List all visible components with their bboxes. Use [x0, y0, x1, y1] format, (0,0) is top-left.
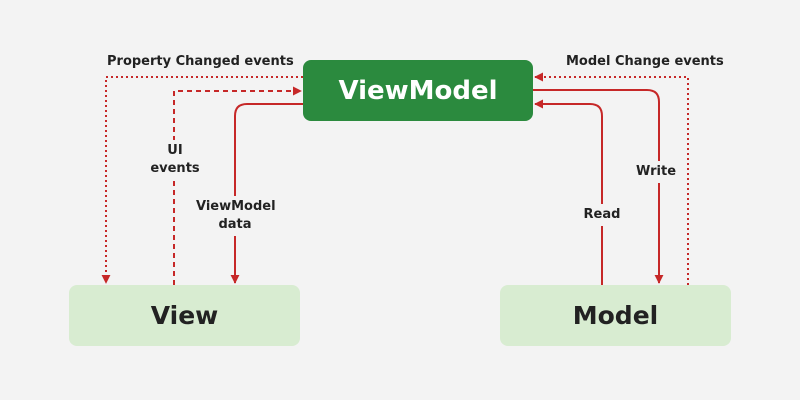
viewmodel-data-label: ViewModel data	[196, 196, 276, 236]
model-change-label: Model Change events	[566, 53, 724, 71]
model-label: Model	[572, 301, 659, 330]
viewmodel-data-line-2: data	[218, 217, 252, 232]
viewmodel-node: ViewModel	[303, 60, 533, 121]
ui-events-line-1: UI	[167, 143, 183, 158]
read-label: Read	[582, 204, 622, 226]
write-label: Write	[636, 161, 676, 183]
ui-events-label: UI events	[150, 140, 200, 180]
ui-events-arrow	[173, 86, 302, 285]
viewmodel-data-arrow	[230, 103, 303, 284]
viewmodel-label: ViewModel	[338, 75, 498, 106]
write-arrow	[533, 89, 664, 284]
ui-events-line-2: events	[150, 161, 200, 176]
model-change-arrow	[534, 72, 689, 285]
view-label: View	[150, 301, 219, 330]
model-node: Model	[500, 285, 731, 346]
property-changed-arrow	[101, 76, 303, 284]
view-node: View	[69, 285, 300, 346]
viewmodel-data-line-1: ViewModel	[196, 199, 276, 214]
read-arrow	[534, 99, 603, 285]
property-changed-label: Property Changed events	[107, 53, 294, 71]
